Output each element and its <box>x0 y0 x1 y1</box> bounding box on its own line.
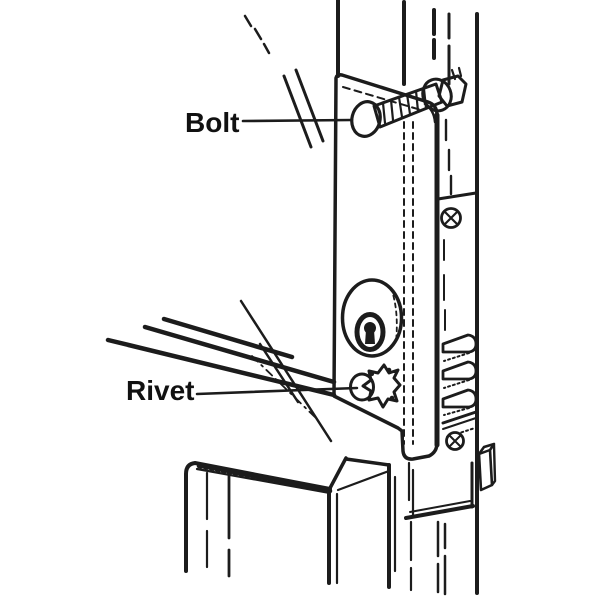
plate-fold-highlight <box>404 122 413 444</box>
bolt-label: Bolt <box>185 107 239 138</box>
door-jamb-frame-lines <box>336 0 479 595</box>
jamb-latch-mechanism <box>440 207 497 492</box>
rivet-star-flange <box>361 363 402 409</box>
latch-guard-plate <box>332 73 440 461</box>
screw-icon <box>445 431 465 451</box>
rivet-label: Rivet <box>126 375 194 406</box>
latch-wedge <box>441 388 478 409</box>
bolt-leader-line <box>241 118 354 123</box>
bolt-nut <box>421 77 453 113</box>
bolt-assembly <box>350 66 468 138</box>
lock-cylinder <box>340 278 404 358</box>
bolt-head <box>350 100 382 138</box>
bottom-rail-channel <box>184 456 397 589</box>
lower-jamb-section <box>404 461 475 596</box>
door-rail-diagonal-lines <box>105 299 337 443</box>
callout-labels: Bolt Rivet <box>126 107 239 406</box>
latch-wedge <box>441 333 478 354</box>
rivet-assembly <box>349 363 402 409</box>
jamb-strike-tab <box>477 442 497 492</box>
rivet-head <box>349 372 375 402</box>
callout-leader-lines <box>195 118 359 396</box>
bolt-threads <box>381 87 428 125</box>
screw-icon <box>440 207 462 229</box>
rivet-leader-line <box>195 386 359 396</box>
latch-wedge <box>441 360 478 381</box>
glass-break-marks <box>243 14 325 149</box>
